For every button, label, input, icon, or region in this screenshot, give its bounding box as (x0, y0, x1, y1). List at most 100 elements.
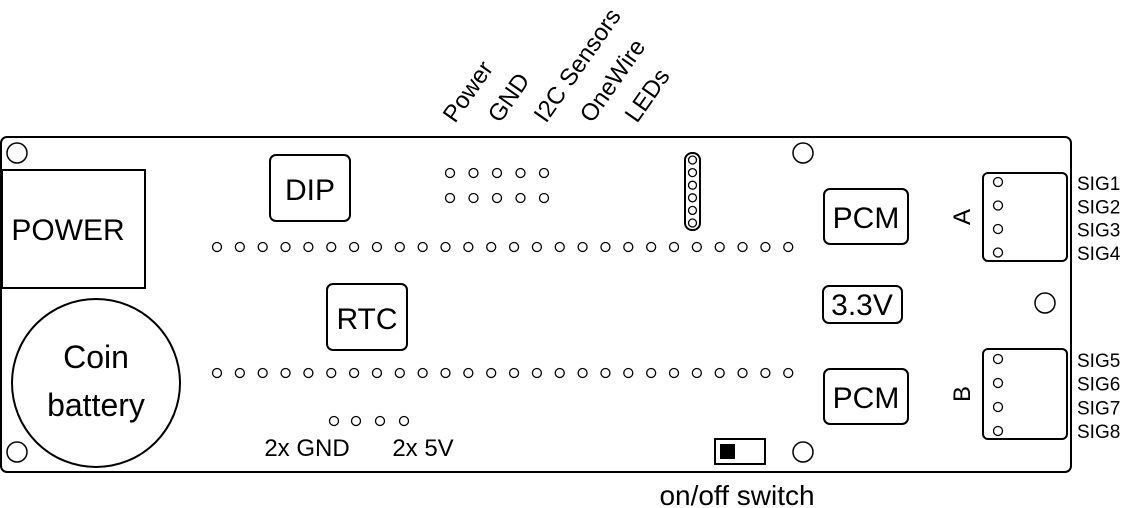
pin (531, 241, 543, 253)
connector-pin (992, 176, 1004, 188)
pin (646, 241, 657, 253)
connector-pin (992, 377, 1004, 389)
mounting-hole-bottom-right (792, 441, 814, 463)
pin (737, 367, 748, 379)
led-pin (687, 155, 698, 165)
pin (303, 241, 314, 253)
header-pin (444, 167, 456, 179)
pin (348, 241, 360, 253)
pin (760, 241, 771, 253)
power-jack (1, 169, 146, 289)
connector-a-label: A (949, 209, 976, 225)
led-pin (687, 167, 698, 178)
power-pin (374, 415, 386, 427)
pin (417, 241, 428, 253)
pin (508, 367, 520, 379)
pin (714, 367, 725, 379)
pin (371, 241, 383, 253)
mounting-hole-top-right (792, 142, 814, 164)
connector-a-pins (992, 176, 1004, 258)
signal-label: SIG4 (1077, 244, 1121, 265)
pin (440, 367, 451, 379)
pin (257, 367, 268, 379)
signal-label: SIG7 (1077, 398, 1120, 419)
connector-a (982, 172, 1068, 262)
pin (417, 367, 428, 379)
pin (646, 367, 657, 379)
on-off-switch[interactable] (714, 438, 766, 465)
pin (326, 241, 337, 253)
pin (280, 241, 291, 253)
header-pin (491, 192, 503, 204)
pin (463, 241, 474, 253)
pin (577, 367, 588, 379)
gnd-pins-label: 2x GND (264, 435, 349, 462)
power-pin (328, 415, 340, 427)
led-pin (687, 193, 698, 203)
pcm-bottom-label: PCM (833, 382, 900, 415)
dip-switch-label: DIP (285, 174, 335, 207)
pin (783, 241, 794, 253)
pin (668, 367, 680, 379)
led-connector-pins (687, 155, 698, 228)
pin (623, 367, 634, 379)
sensor-header-pins (444, 167, 550, 204)
led-pin (687, 218, 698, 228)
header-pin (491, 167, 503, 179)
pin (783, 367, 794, 379)
pin-row-bottom (211, 367, 794, 379)
connector-pin (992, 401, 1004, 413)
connector-pin (992, 223, 1004, 235)
pin (463, 367, 474, 379)
header-pin (538, 192, 550, 204)
voltage-regulator (822, 285, 903, 324)
pin (577, 241, 588, 253)
pin (211, 367, 223, 379)
pin (234, 241, 246, 253)
pin (486, 241, 497, 253)
mounting-hole-top-left (6, 142, 28, 164)
pin (554, 241, 565, 253)
pin (348, 367, 360, 379)
dip-switch (269, 154, 351, 222)
pin (211, 241, 223, 253)
header-pin (538, 167, 550, 179)
pin (760, 367, 771, 379)
mounting-hole-bottom-left (6, 441, 28, 463)
rtc-module-label: RTC (336, 303, 397, 336)
power-pin (398, 415, 410, 427)
pin (303, 367, 314, 379)
rtc-module (326, 283, 408, 351)
led-connector (684, 152, 701, 231)
connector-b (982, 348, 1068, 440)
header-pin (515, 192, 526, 204)
signal-label: SIG2 (1077, 197, 1120, 218)
header-pin (515, 167, 526, 179)
coin-battery-label-line1: Coin (63, 339, 129, 375)
header-pin (444, 192, 456, 204)
pin (600, 241, 611, 253)
pin (234, 367, 246, 379)
pin (691, 367, 702, 379)
fivev-pins-label: 2x 5V (392, 435, 453, 462)
connector-pin (992, 247, 1004, 258)
pin (531, 367, 543, 379)
pin (737, 241, 748, 253)
connector-pin (992, 425, 1004, 437)
power-pin (350, 415, 362, 427)
on-off-switch-knob[interactable] (720, 444, 735, 459)
signal-label: SIG3 (1077, 221, 1120, 242)
pcm-top-label: PCM (833, 202, 900, 235)
header-pin (468, 167, 479, 179)
pin (440, 241, 451, 253)
connector-pin (992, 353, 1004, 365)
signal-label: SIG8 (1077, 422, 1120, 443)
pin (371, 367, 383, 379)
power-pins (328, 415, 410, 427)
pin (394, 241, 405, 253)
connector-b-label: B (949, 386, 976, 402)
mounting-hole-right (1034, 292, 1056, 314)
pin (257, 241, 268, 253)
